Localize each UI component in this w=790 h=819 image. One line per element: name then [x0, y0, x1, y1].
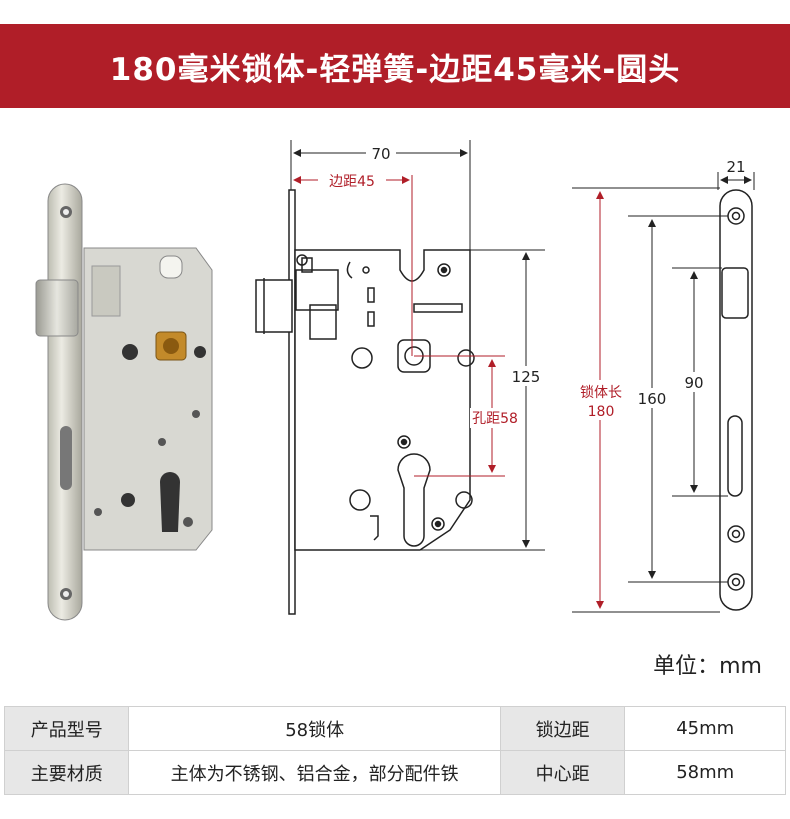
dim-faceplate-width: 21 [717, 158, 755, 190]
spec-key: 中心距 [499, 750, 626, 795]
lock-case-photo [83, 247, 213, 551]
page-title: 180毫米锁体-轻弹簧-边距45毫米-圆头 [0, 24, 790, 108]
spec-value: 45mm [624, 706, 786, 751]
spec-table: 产品型号 58锁体 锁边距 45mm 主要材质 主体为不锈钢、铝合金，部分配件铁… [3, 706, 786, 795]
faceplate-photo [47, 183, 83, 621]
dim-width-label: 70 [371, 145, 390, 163]
spec-value: 58锁体 [128, 706, 501, 751]
dim-backset: 边距45 [293, 170, 413, 356]
dim-hole-label: 孔距58 [472, 411, 518, 427]
dim-backset-label: 边距45 [329, 174, 375, 190]
spec-value: 58mm [624, 750, 786, 795]
dim-height-label: 125 [512, 368, 541, 386]
dim-screw-span: 160 [628, 215, 728, 583]
dim-screw-span-label: 160 [638, 390, 667, 408]
lock-body-drawing [255, 189, 475, 615]
dim-hole: 孔距58 [414, 355, 520, 477]
spec-key: 主要材质 [3, 750, 130, 795]
unit-label: 单位：mm [653, 654, 762, 679]
faceplate-drawing [719, 189, 753, 611]
lock-drawing: 70 边距45 孔距58 125 21 [35, 140, 755, 621]
spec-key: 产品型号 [3, 706, 130, 751]
table-row: 主要材质 主体为不锈钢、铝合金，部分配件铁 中心距 58mm [3, 750, 786, 795]
dim-latch-span: 90 [672, 267, 728, 497]
dim-body-length: 锁体长 180 [572, 187, 720, 613]
dim-body-length-value: 180 [588, 404, 615, 420]
spec-key: 锁边距 [499, 706, 626, 751]
dim-body-length-label: 锁体长 [580, 385, 622, 401]
spec-value: 主体为不锈钢、铝合金，部分配件铁 [128, 750, 501, 795]
lock-photo [35, 183, 213, 621]
dim-latch-span-label: 90 [684, 374, 703, 392]
dim-width: 70 [290, 140, 471, 250]
table-row: 产品型号 58锁体 锁边距 45mm [3, 706, 786, 751]
dim-height: 125 [420, 249, 547, 551]
dim-faceplate-width-label: 21 [726, 158, 745, 176]
